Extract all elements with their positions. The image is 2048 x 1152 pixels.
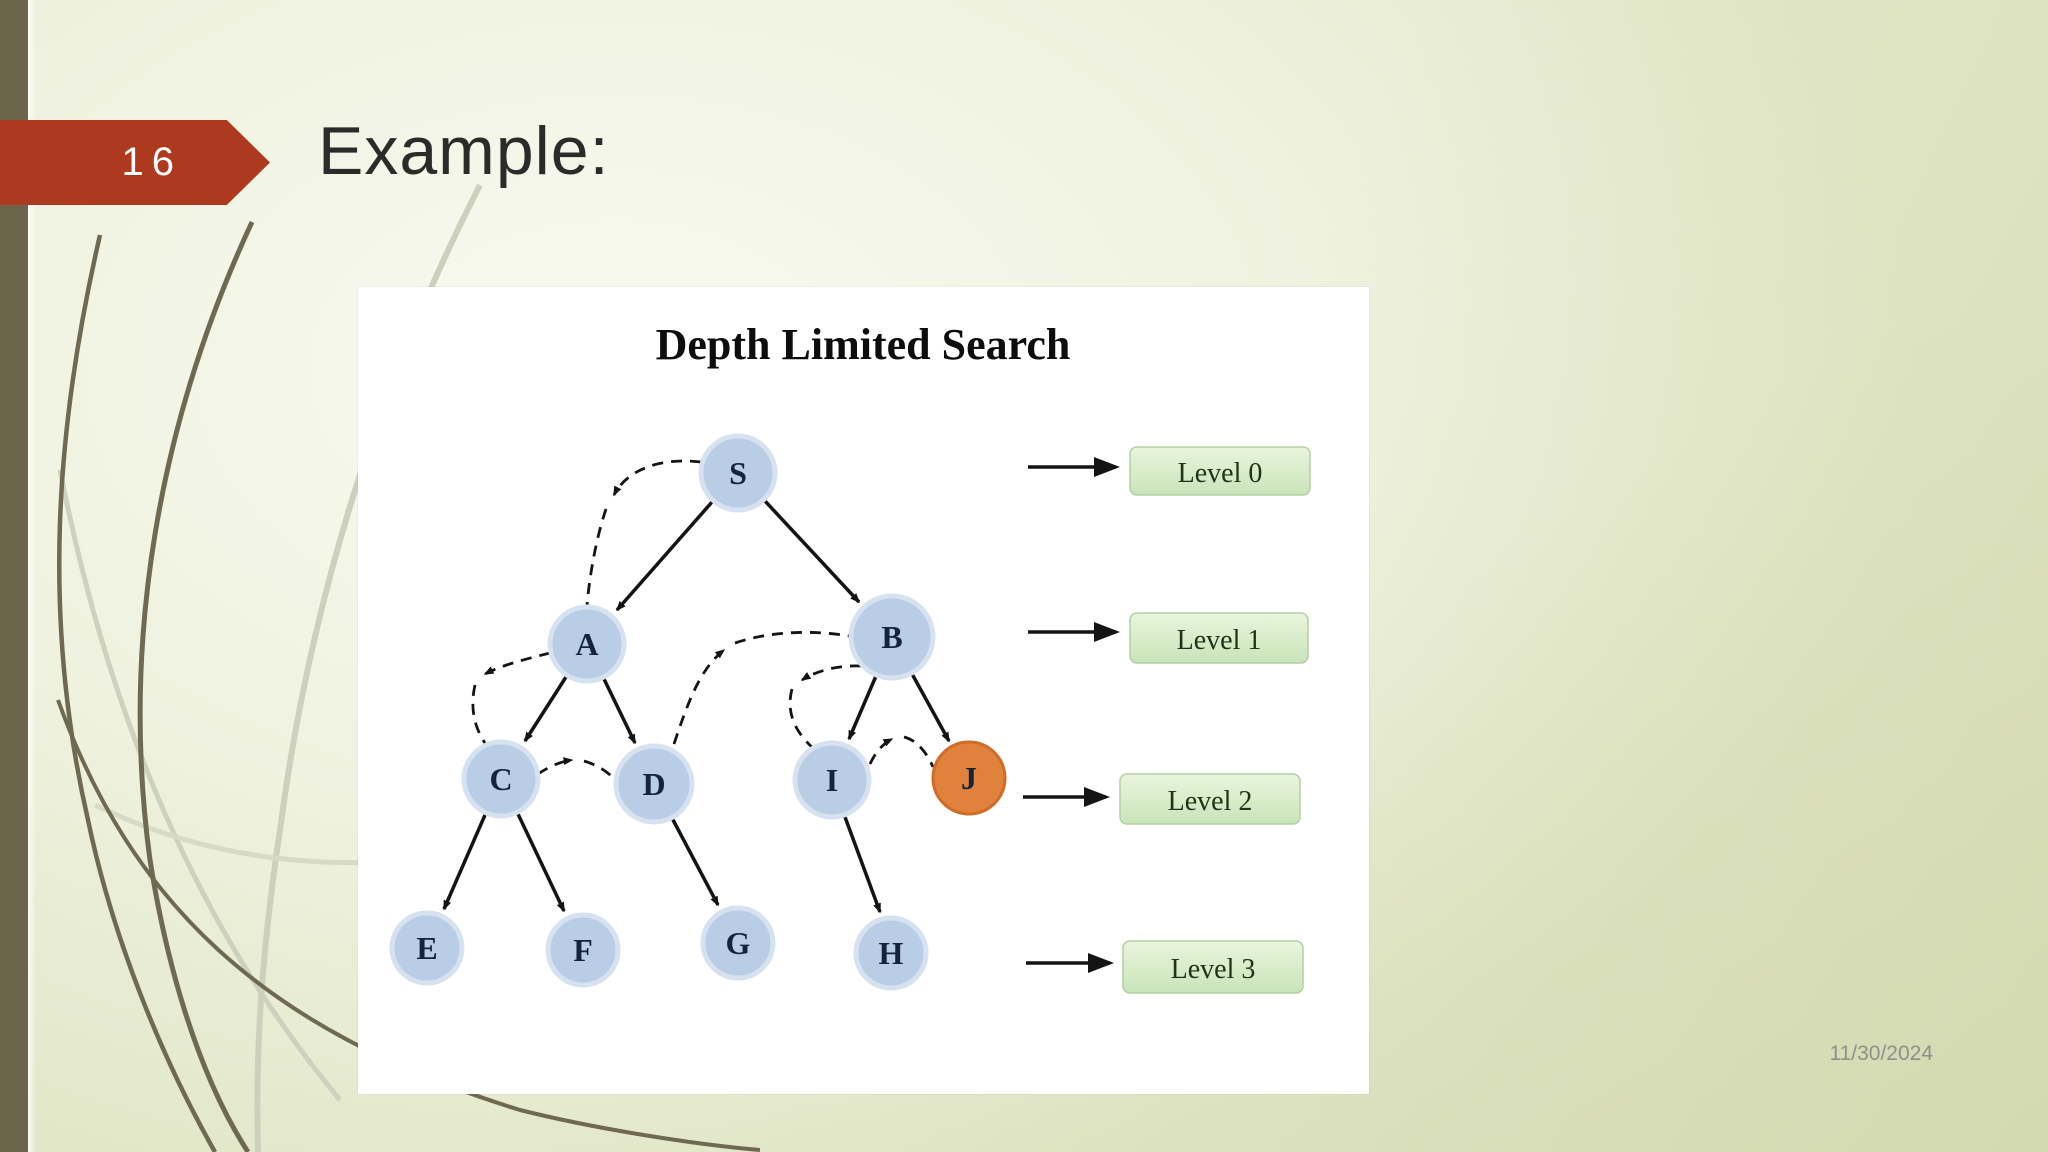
node-I: I [792, 740, 872, 820]
level-0-label: Level 0 [1178, 458, 1263, 489]
strand-dark [137, 220, 255, 1152]
edge-C-F [516, 813, 566, 913]
dashed-arrow-S-A-tail [585, 508, 608, 606]
dashed-arrow-D-B [672, 648, 726, 745]
level-1-box: Level 1 [1129, 612, 1309, 664]
node-B: B [848, 593, 936, 681]
tree-nodes: S A B C D [389, 433, 1007, 991]
dashed-arrow-D-B-tail [734, 631, 850, 645]
node-E: E [389, 910, 465, 986]
node-D-label: D [642, 766, 665, 802]
dashed-arrow-I-J-tail [903, 735, 935, 768]
level-arrows [1023, 457, 1120, 973]
node-S: S [698, 433, 778, 513]
dashed-arrow-B-I-tail [788, 688, 814, 750]
node-H: H [853, 915, 929, 991]
edge-B-I [847, 675, 878, 741]
node-J: J [931, 740, 1007, 816]
level-2-label: Level 2 [1168, 786, 1253, 817]
node-G: G [700, 905, 776, 981]
dashed-arrow-I-J [868, 737, 894, 765]
edge-B-J [909, 671, 951, 743]
level-labels: Level 0 Level 1 Level 2 Level 3 [1119, 446, 1311, 994]
level-1-label: Level 1 [1177, 625, 1262, 656]
dashed-arrow-B-I [800, 664, 862, 682]
node-S-label: S [729, 455, 747, 491]
node-J-label: J [961, 760, 977, 796]
edge-D-G [670, 817, 720, 907]
strand-dark [56, 234, 217, 1152]
edge-A-C [523, 676, 568, 743]
level-3-label: Level 3 [1171, 954, 1256, 985]
node-I-label: I [826, 762, 838, 798]
node-H-label: H [879, 935, 904, 971]
node-A: A [547, 604, 627, 684]
figure-image: Depth Limited Search [358, 287, 1369, 1094]
level-0-box: Level 0 [1129, 446, 1311, 496]
edge-S-A [615, 500, 714, 612]
level-3-box: Level 3 [1122, 940, 1304, 994]
node-B-label: B [881, 619, 902, 655]
left-accent-bar-highlight [28, 0, 36, 1152]
edge-C-E [442, 814, 487, 911]
node-A-label: A [575, 626, 598, 662]
dashed-arrow-A-C-tail [471, 684, 487, 744]
node-G-label: G [726, 925, 751, 961]
edge-A-D [602, 678, 637, 745]
node-C: C [461, 739, 541, 819]
solid-edges [442, 499, 951, 914]
page-number: 16 [121, 140, 182, 184]
figure-title: Depth Limited Search [656, 320, 1071, 369]
dashed-arrow-C-D [537, 757, 574, 776]
node-D: D [613, 743, 695, 825]
page-number-banner: 16 [0, 120, 270, 205]
dashed-arrow-S-A [612, 459, 702, 497]
node-E-label: E [416, 930, 437, 966]
node-C-label: C [489, 761, 512, 797]
slide-title: Example: [318, 113, 610, 189]
dashed-arrow-A-C [483, 651, 551, 676]
node-F: F [545, 912, 621, 988]
node-F-label: F [573, 932, 593, 968]
edge-I-H [843, 816, 882, 914]
level-2-box: Level 2 [1119, 773, 1301, 825]
slide-date: 11/30/2024 [1829, 1042, 1933, 1065]
strand-light [57, 469, 342, 1102]
edge-S-B [763, 499, 861, 604]
